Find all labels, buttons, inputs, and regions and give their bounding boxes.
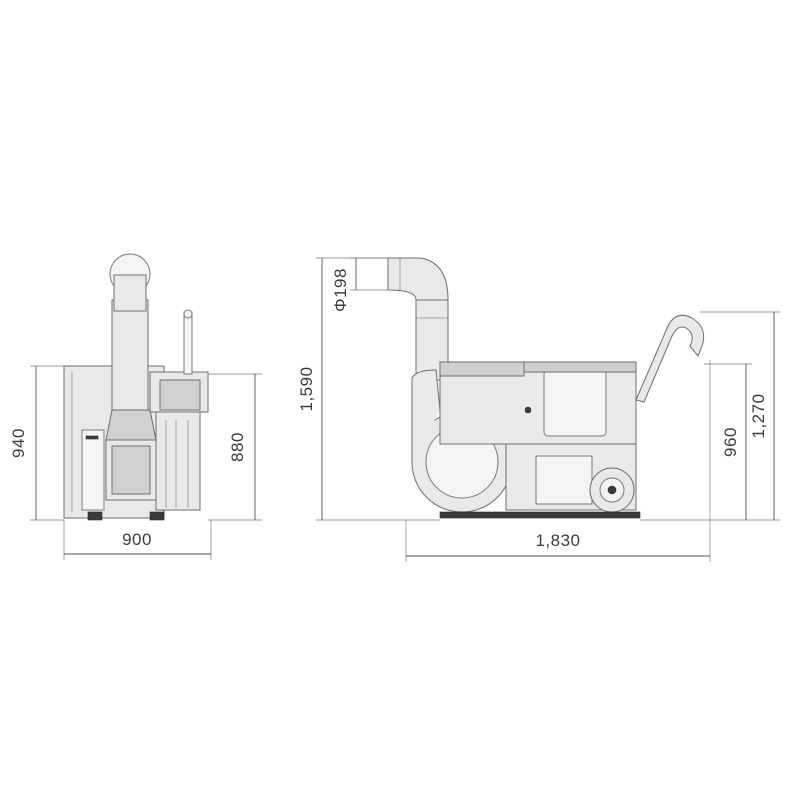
- dim-1590-label: 1,590: [297, 366, 316, 411]
- dim-880-label: 880: [228, 432, 247, 462]
- dim-phi198-label: Φ198: [331, 268, 350, 312]
- front-hopper-top: [105, 409, 157, 441]
- front-side-panel: [81, 429, 105, 511]
- dim-900-label: 900: [122, 530, 152, 549]
- side-knob: [524, 406, 532, 414]
- front-view-dimensions: 940 880 900: [9, 365, 262, 560]
- side-handle: [635, 314, 705, 403]
- dim-1270-label: 1,270: [749, 393, 768, 438]
- front-top-cover: [159, 379, 201, 411]
- side-duct: [411, 369, 441, 462]
- side-lower-panel: [535, 455, 593, 505]
- side-hopper-window: [543, 369, 607, 437]
- front-label: [85, 435, 99, 440]
- dim-1830-label: 1,830: [535, 531, 580, 550]
- side-base-plate: [439, 511, 641, 519]
- dim-960-label: 960: [721, 427, 740, 457]
- front-elbow-neck: [113, 274, 147, 312]
- side-exhaust-elbow: [387, 257, 449, 301]
- front-foot-right: [149, 511, 165, 521]
- front-handle-grip: [183, 309, 193, 319]
- front-handle: [183, 311, 193, 375]
- side-top-rail: [439, 361, 525, 377]
- dim-940-label: 940: [9, 428, 28, 458]
- front-right-frame: [155, 411, 201, 511]
- front-view-machine: [63, 253, 209, 521]
- side-wheel-axle: [607, 485, 617, 495]
- side-view-machine: [387, 257, 705, 519]
- front-foot-left: [87, 511, 103, 521]
- side-view-dimensions: 1,590 Φ198 1,830 1,270 960: [297, 257, 780, 562]
- front-exhaust-pipe: [111, 299, 149, 416]
- side-top-edge: [523, 361, 637, 373]
- front-chute-opening: [111, 445, 151, 495]
